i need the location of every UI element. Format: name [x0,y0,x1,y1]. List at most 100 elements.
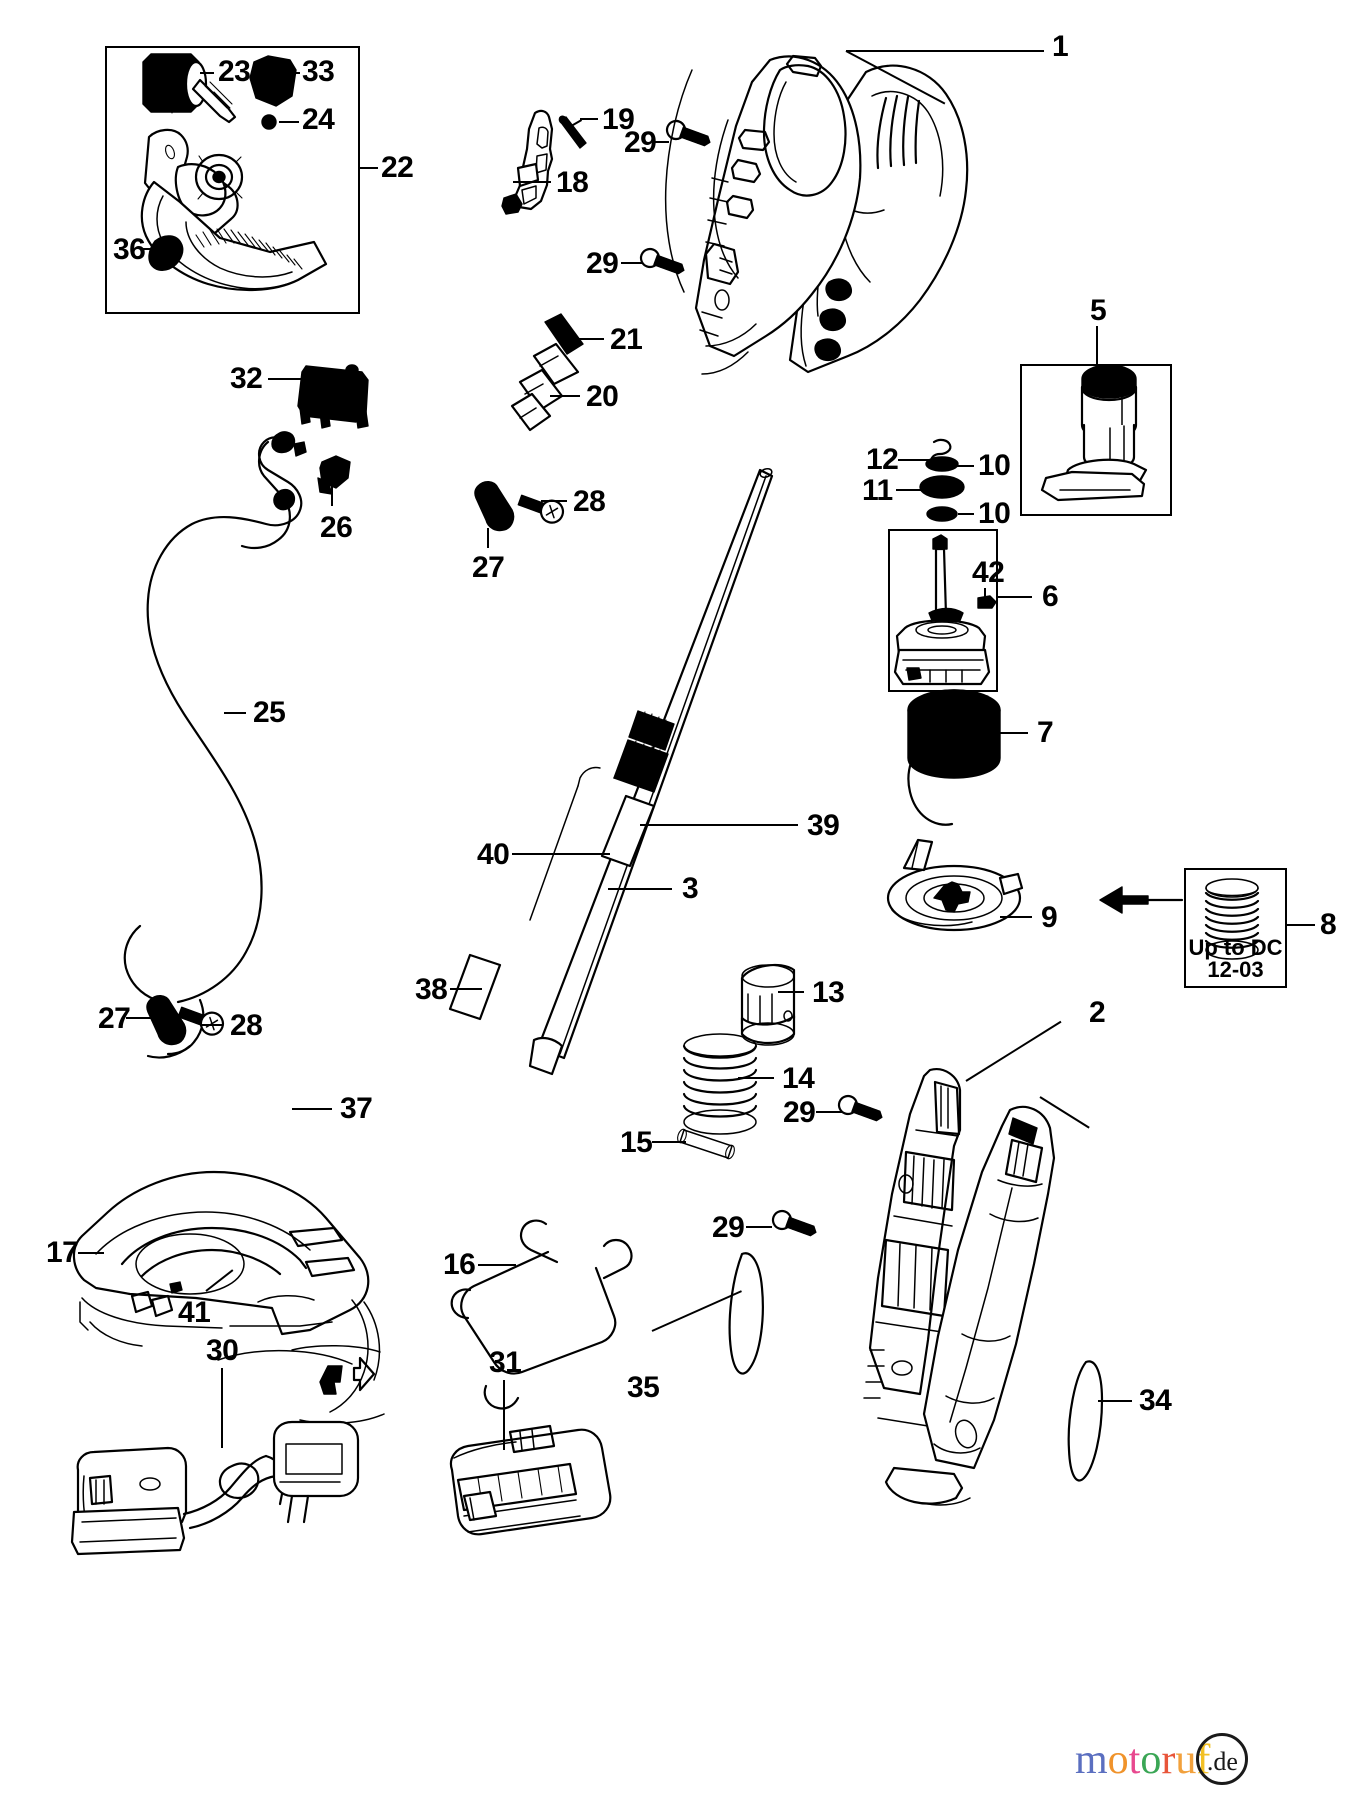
leader-25 [224,712,246,714]
leader-30 [221,1368,223,1448]
leader-19 [580,118,598,120]
leader-28a [541,500,567,502]
callout-34: 34 [1139,1384,1172,1417]
callout-8: 8 [1320,908,1337,941]
callout-42: 42 [972,556,1005,589]
parts-10-11-12-washers [919,438,965,522]
leader-17 [78,1252,104,1254]
callout-35: 35 [627,1371,660,1404]
leader-29c [816,1111,842,1113]
leader-39 [640,824,798,826]
leader-10b [958,513,974,515]
watermark-domain-text: .de [1206,1747,1238,1776]
callout-1: 1 [1052,30,1069,63]
callout-5: 5 [1090,294,1107,327]
leader-34 [1098,1400,1132,1402]
callout-27-a: 27 [472,551,505,584]
callout-26: 26 [320,511,353,544]
leader-5 [1096,326,1098,366]
part-26-cable-clip [317,455,351,495]
leader-1b [845,50,946,105]
callout-12: 12 [866,443,899,476]
leader-1 [846,50,1044,52]
watermark-letter-t: t [1128,1737,1141,1783]
callout-19: 19 [602,103,635,136]
leader-33 [288,72,300,74]
leader-22 [360,167,378,169]
callout-40: 40 [477,838,510,871]
inset-box-5 [1020,364,1172,516]
watermark-letter-o2: o [1140,1737,1162,1783]
part-15-dowel-pin [677,1128,735,1160]
leader-13 [778,991,804,993]
inset-box-8-note-line2: 12-03 [1207,957,1264,982]
callout-9: 9 [1041,901,1058,934]
leader-29d [746,1226,772,1228]
callout-28-a: 28 [573,485,606,518]
callout-30: 30 [206,1334,239,1367]
part-27-cable-clip-upper [474,481,565,532]
inset-box-22 [105,46,360,314]
part-7-spool [907,689,1001,826]
callout-15: 15 [620,1126,653,1159]
leader-7 [1000,732,1028,734]
callout-14: 14 [782,1062,815,1095]
callout-22: 22 [381,151,414,184]
leader-2a [965,1020,1062,1082]
callout-37: 37 [340,1092,373,1125]
part-16-wire-guard [450,1219,633,1410]
leader-2b [1039,1096,1090,1129]
part-30-charger [70,1420,360,1556]
part-14-compression-spring [682,1033,758,1135]
inset-box-8 [1184,868,1287,988]
part-2-blower-tubes [728,1068,1104,1506]
callout-29-d: 29 [712,1211,745,1244]
leader-27a [487,528,489,548]
callout-10-b: 10 [978,497,1011,530]
leader-29a [655,141,669,143]
part-1-upper-housing [664,54,969,375]
callout-6: 6 [1042,580,1059,613]
leader-37 [292,1108,332,1110]
leader-38 [450,988,482,990]
callout-31: 31 [489,1346,522,1379]
leader-42 [984,588,986,600]
callout-17: 17 [46,1236,79,1269]
leader-41 [205,1269,234,1292]
callout-39: 39 [807,809,840,842]
part-37-guard-tab [236,1201,295,1274]
leader-6 [998,596,1032,598]
watermark-letter-r: r [1161,1737,1176,1783]
leader-12 [898,459,934,461]
callout-33: 33 [302,55,335,88]
leader-18 [513,181,551,183]
leader-27b [126,1017,154,1019]
part-13-coupling-sleeve [740,963,796,1046]
callout-16: 16 [443,1248,476,1281]
callout-10-a: 10 [978,449,1011,482]
part-31-battery-pack [449,1424,612,1536]
callout-28-b: 28 [230,1009,263,1042]
callout-29-a: 29 [624,126,657,159]
callout-2: 2 [1089,996,1106,1029]
leader-8 [1287,924,1315,926]
leader-40 [512,853,610,855]
part-32-terminal-block [297,364,369,429]
leader-9 [1000,916,1032,918]
leader-28b [200,1024,222,1026]
callout-23: 23 [218,55,251,88]
leader-11 [896,489,922,491]
inset-box-8-note-line1: Up to DC [1188,935,1283,960]
leader-15 [652,1141,686,1143]
leader-16 [478,1264,516,1266]
leader-19b [565,119,583,130]
motoruf-watermark: motoruf.de [1075,1733,1249,1785]
callout-3: 3 [682,872,699,905]
inset-box-6 [888,529,998,692]
leader-31 [503,1380,505,1450]
callout-21: 21 [610,323,643,356]
leader-3 [608,888,672,890]
leader-32 [268,378,302,380]
callout-36: 36 [113,233,146,266]
